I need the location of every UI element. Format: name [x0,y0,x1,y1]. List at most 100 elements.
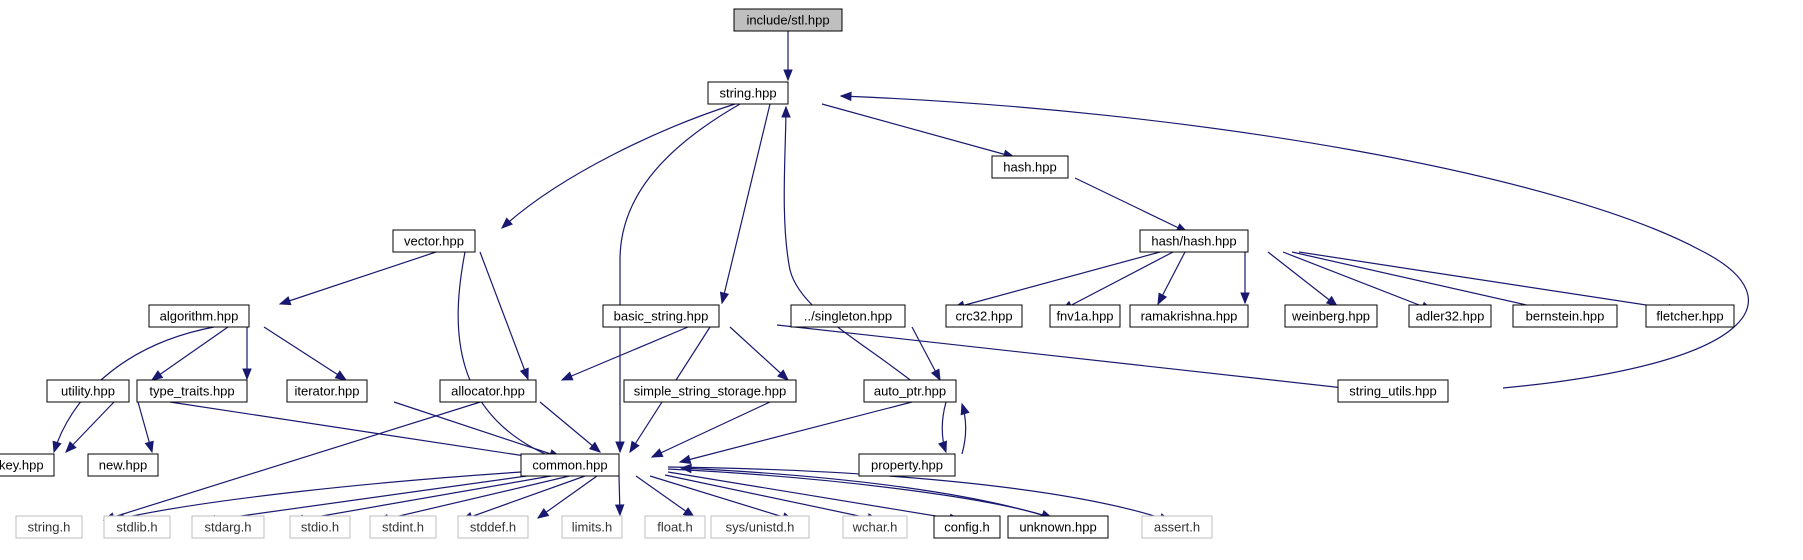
edge-algorithm-to-iterator [263,326,348,381]
node-label: float.h [657,520,692,535]
node-label: adler32.hpp [1416,309,1485,324]
edge-string-to-hash [821,103,1016,159]
edge-line [279,251,437,305]
arrowhead [781,105,791,118]
arrowhead [783,69,793,82]
file-node-inttokey-hpp[interactable]: inttokey.hpp [0,453,55,477]
node-box [1141,515,1213,539]
file-node-allocator-hpp[interactable]: allocator.hpp [439,379,537,403]
node-label: limits.h [572,520,612,535]
node-box [1408,304,1492,328]
node-box [945,304,1023,328]
edge-line [821,103,1015,158]
file-node-weinberg-hpp[interactable]: weinberg.hpp [1284,304,1378,328]
arrowhead [242,368,252,381]
file-node-hash-hpp[interactable]: hash.hpp [991,155,1069,179]
file-node-iterator-hpp[interactable]: iterator.hpp [286,379,368,403]
node-label: inttokey.hpp [0,458,44,473]
node-label: stddef.h [470,520,516,535]
node-box [1512,304,1618,328]
node-box [933,515,1001,539]
node-box [623,379,797,403]
edge-stl-to-string [783,31,793,82]
edge-line [65,401,115,453]
file-node-float-h: float.h [644,515,706,539]
file-node-vector-hpp[interactable]: vector.hpp [392,229,476,253]
edge-line [776,324,1381,393]
node-label: unknown.hpp [1019,520,1096,535]
arrowhead [588,441,602,453]
file-node-property-hpp[interactable]: property.hpp [858,453,956,477]
edge-line [263,326,347,381]
edge-hash-to-hashhash [1074,177,1189,233]
edge-line [651,401,771,458]
file-node-auto-ptr-hpp[interactable]: auto_ptr.hpp [863,379,957,403]
node-label: crc32.hpp [955,309,1012,324]
edge-line [783,106,919,387]
file-node-wchar-h: wchar.h [842,515,908,539]
edge-line [664,474,879,521]
file-node-type-traits-hpp[interactable]: type_traits.hpp [136,379,248,403]
arrowhead [719,291,730,305]
file-node-adler32-hpp[interactable]: adler32.hpp [1408,304,1492,328]
edge-line [1291,251,1554,312]
node-box [286,379,368,403]
file-node-hash-hash-hpp[interactable]: hash/hash.hpp [1139,229,1249,253]
edge-string_utils-to-string [839,91,1749,389]
file-node-singleton-hpp[interactable]: ../singleton.hpp [790,304,906,328]
node-box [103,515,171,539]
file-node-include-stl-hpp[interactable]: include/stl.hpp [733,8,843,32]
file-node-common-hpp[interactable]: common.hpp [520,453,620,477]
file-node-fnv1a-hpp[interactable]: fnv1a.hpp [1049,304,1121,328]
node-label: auto_ptr.hpp [874,384,946,399]
file-node-utility-hpp[interactable]: utility.hpp [46,379,130,403]
file-node-unknown-hpp[interactable]: unknown.hpp [1007,515,1109,539]
node-label: weinberg.hpp [1291,309,1370,324]
edge-line [679,401,913,463]
edge-basic_string-to-allocator [560,326,689,381]
file-node-simple-string-storage-hpp[interactable]: simple_string_storage.hpp [623,379,797,403]
node-label: string.hpp [719,86,776,101]
file-node-config-h[interactable]: config.h [933,515,1001,539]
edge-line [151,326,229,381]
arrowhead [1157,292,1168,306]
edge-allocator-to-string_h [102,398,491,522]
file-node-fletcher-hpp[interactable]: fletcher.hpp [1645,304,1735,328]
edge-iterator-to-common [393,401,562,459]
file-node-bernstein-hpp[interactable]: bernstein.hpp [1512,304,1618,328]
node-label: property.hpp [871,458,943,473]
node-box [0,453,55,477]
edge-line [292,471,575,522]
edge-line [1282,251,1433,311]
arrowhead [839,91,852,102]
edge-line [1267,251,1338,307]
node-label: allocator.hpp [451,384,525,399]
edge-hashhash-to-crc32 [1060,251,1174,311]
edge-vector-to-algorithm [278,251,437,306]
node-box [1007,515,1109,539]
edge-common-to-unistd_h [649,475,795,522]
arrowhead [519,367,529,381]
node-box [710,515,810,539]
file-node-new-hpp[interactable]: new.hpp [87,453,159,477]
edge-line [537,475,598,519]
file-node-ramakrishna-hpp[interactable]: ramakrishna.hpp [1129,304,1249,328]
file-node-algorithm-hpp[interactable]: algorithm.hpp [148,304,250,328]
file-node-crc32-hpp[interactable]: crc32.hpp [945,304,1023,328]
file-node-basic-string-hpp[interactable]: basic_string.hpp [602,304,720,328]
node-box [15,515,83,539]
file-node-string-hpp[interactable]: string.hpp [707,81,789,105]
edge-hashhash-to-fnv1a [1157,251,1186,306]
edge-line [169,401,559,462]
node-label: algorithm.hpp [160,309,239,324]
node-label: type_traits.hpp [149,384,234,399]
edge-line [840,95,1749,389]
edge-line [461,475,586,521]
arrowhead [930,368,941,382]
edge-line [1061,251,1174,311]
file-node-string-utils-hpp[interactable]: string_utils.hpp [1337,379,1449,403]
node-box [457,515,529,539]
edge-line [113,468,571,521]
file-nodes: include/stl.hpp string.hpp hash.hpp hash/ha… [0,8,1735,539]
file-node-limits-h: limits.h [561,515,623,539]
